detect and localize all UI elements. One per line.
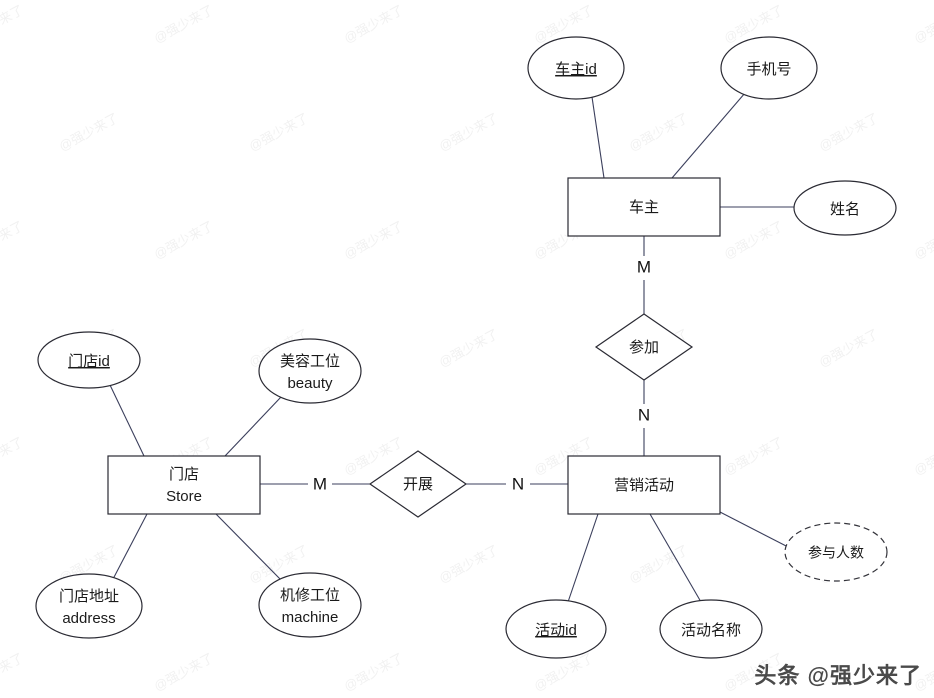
relationship-participate[interactable]: 参加	[594, 313, 694, 381]
ellipse-shape	[37, 331, 141, 389]
attribute-campaign-participants-label: 参与人数	[808, 545, 864, 561]
attribute-owner-id[interactable]: 车主id	[527, 36, 625, 100]
ellipse-shape	[720, 36, 818, 100]
diamond-shape	[368, 450, 468, 518]
cardinality-participate-campaign: N	[632, 404, 656, 428]
entity-car-owner[interactable]: 车主	[567, 177, 721, 237]
ellipse-shape	[258, 338, 362, 404]
attribute-store-address-line1: 门店地址	[59, 588, 119, 605]
edge-store-machine	[215, 513, 283, 582]
ellipse-shape	[659, 599, 763, 659]
cardinality-mask	[632, 404, 656, 428]
edge-campaign-name	[649, 513, 702, 603]
entity-store-label-line1: 门店	[169, 466, 199, 483]
cardinality-layer: M N M N	[308, 256, 656, 497]
attribute-layer: 车主id 手机号 姓名 门店id 美容工位 beauty	[35, 36, 897, 659]
edge-owner-phone	[671, 92, 746, 179]
cardinality-label: M	[637, 257, 651, 276]
entity-box	[107, 455, 261, 515]
edge-store-beauty	[224, 396, 282, 457]
cardinality-mask	[632, 256, 656, 280]
attribute-campaign-name[interactable]: 活动名称	[659, 599, 763, 659]
edge-layer	[109, 92, 794, 603]
relationship-participate-label: 参加	[629, 339, 659, 356]
attribute-store-id-label: 门店id	[68, 353, 110, 370]
edge-campaign-id	[567, 513, 599, 603]
edge-store-address	[111, 513, 148, 582]
relationship-run[interactable]: 开展	[368, 450, 468, 518]
relationship-run-label: 开展	[403, 476, 433, 493]
ellipse-shape	[258, 572, 362, 638]
attribute-owner-name[interactable]: 姓名	[793, 180, 897, 236]
cardinality-mask	[506, 473, 530, 497]
cardinality-run-campaign: N	[506, 473, 530, 497]
attribute-campaign-id[interactable]: 活动id	[505, 599, 607, 659]
edge-campaign-participants	[719, 511, 793, 550]
attribute-campaign-participants[interactable]: 参与人数	[784, 522, 888, 582]
attribute-store-beauty-line1: 美容工位	[280, 353, 340, 370]
edge-owner-id	[591, 96, 605, 179]
ellipse-shape	[35, 573, 143, 639]
attribute-store-machine[interactable]: 机修工位 machine	[258, 572, 362, 638]
relationship-layer: 参加 开展	[368, 313, 694, 518]
entity-campaign-label: 营销活动	[614, 477, 674, 494]
attribute-owner-name-label: 姓名	[830, 201, 860, 218]
attribute-campaign-name-label: 活动名称	[681, 622, 741, 639]
ellipse-shape	[527, 36, 625, 100]
attribute-store-machine-line1: 机修工位	[280, 587, 340, 604]
entity-layer: 车主 门店 Store 营销活动	[107, 177, 721, 515]
cardinality-label: M	[313, 474, 327, 493]
entity-store-label-line2: Store	[166, 488, 202, 505]
attribute-store-address-line2: address	[62, 610, 115, 627]
brand-watermark: 头条 @强少来了	[754, 663, 922, 688]
cardinality-owner-participate: M	[632, 256, 656, 280]
ellipse-shape	[793, 180, 897, 236]
ellipse-shape	[505, 599, 607, 659]
edge-store-id	[109, 384, 145, 457]
entity-campaign[interactable]: 营销活动	[567, 455, 721, 515]
entity-box	[567, 455, 721, 515]
attribute-campaign-id-label: 活动id	[535, 622, 577, 639]
cardinality-label: N	[638, 405, 650, 424]
entity-store[interactable]: 门店 Store	[107, 455, 261, 515]
entity-car-owner-label: 车主	[629, 199, 659, 216]
attribute-store-address[interactable]: 门店地址 address	[35, 573, 143, 639]
cardinality-mask	[308, 473, 332, 497]
cardinality-store-run: M	[308, 473, 332, 497]
attribute-owner-id-label: 车主id	[555, 61, 597, 78]
attribute-owner-phone[interactable]: 手机号	[720, 36, 818, 100]
cardinality-label: N	[512, 474, 524, 493]
entity-box	[567, 177, 721, 237]
attribute-store-id[interactable]: 门店id	[37, 331, 141, 389]
ellipse-shape-derived	[784, 522, 888, 582]
attribute-store-beauty[interactable]: 美容工位 beauty	[258, 338, 362, 404]
attribute-store-beauty-line2: beauty	[287, 375, 333, 392]
attribute-owner-phone-label: 手机号	[746, 61, 791, 78]
attribute-store-machine-line2: machine	[282, 609, 339, 626]
diamond-shape	[594, 313, 694, 381]
